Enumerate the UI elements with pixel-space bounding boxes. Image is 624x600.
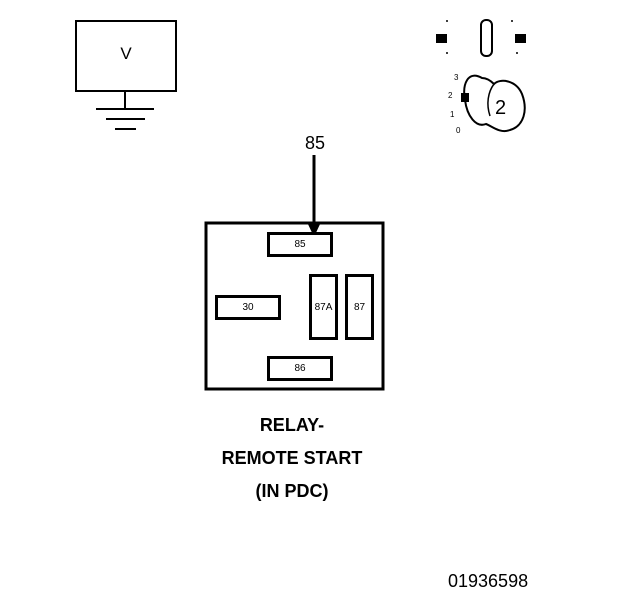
voltmeter-label: V [120,44,132,63]
ignition-position-2: 2 [448,91,453,100]
key-slot-right-icon [515,34,526,43]
ignition-key-number: 2 [495,97,507,119]
terminal-30: 30 [215,295,281,320]
ignition-switch-icon [436,19,526,133]
caption-line-2: REMOTE START [221,448,363,468]
terminal-85: 85 [267,232,333,257]
caption-line-1: RELAY- [259,415,325,435]
key-slot-left-icon [436,34,447,43]
terminal-87: 87 [345,274,374,340]
probe-pin-label: 85 [304,133,326,153]
ignition-position-1: 1 [450,110,455,119]
ground-icon [96,91,154,130]
terminal-86: 86 [267,356,333,381]
ignition-position-0: 0 [456,126,461,135]
terminal-87a: 87A [309,274,338,340]
relay-outline [204,221,385,391]
probe-arrow-icon [307,155,321,237]
caption-line-3: (IN PDC) [255,481,329,501]
figure-id: 01936598 [448,571,529,591]
key-slot-bar-icon [480,19,493,57]
position-marker-icon [461,93,469,102]
ignition-position-3: 3 [454,73,459,82]
